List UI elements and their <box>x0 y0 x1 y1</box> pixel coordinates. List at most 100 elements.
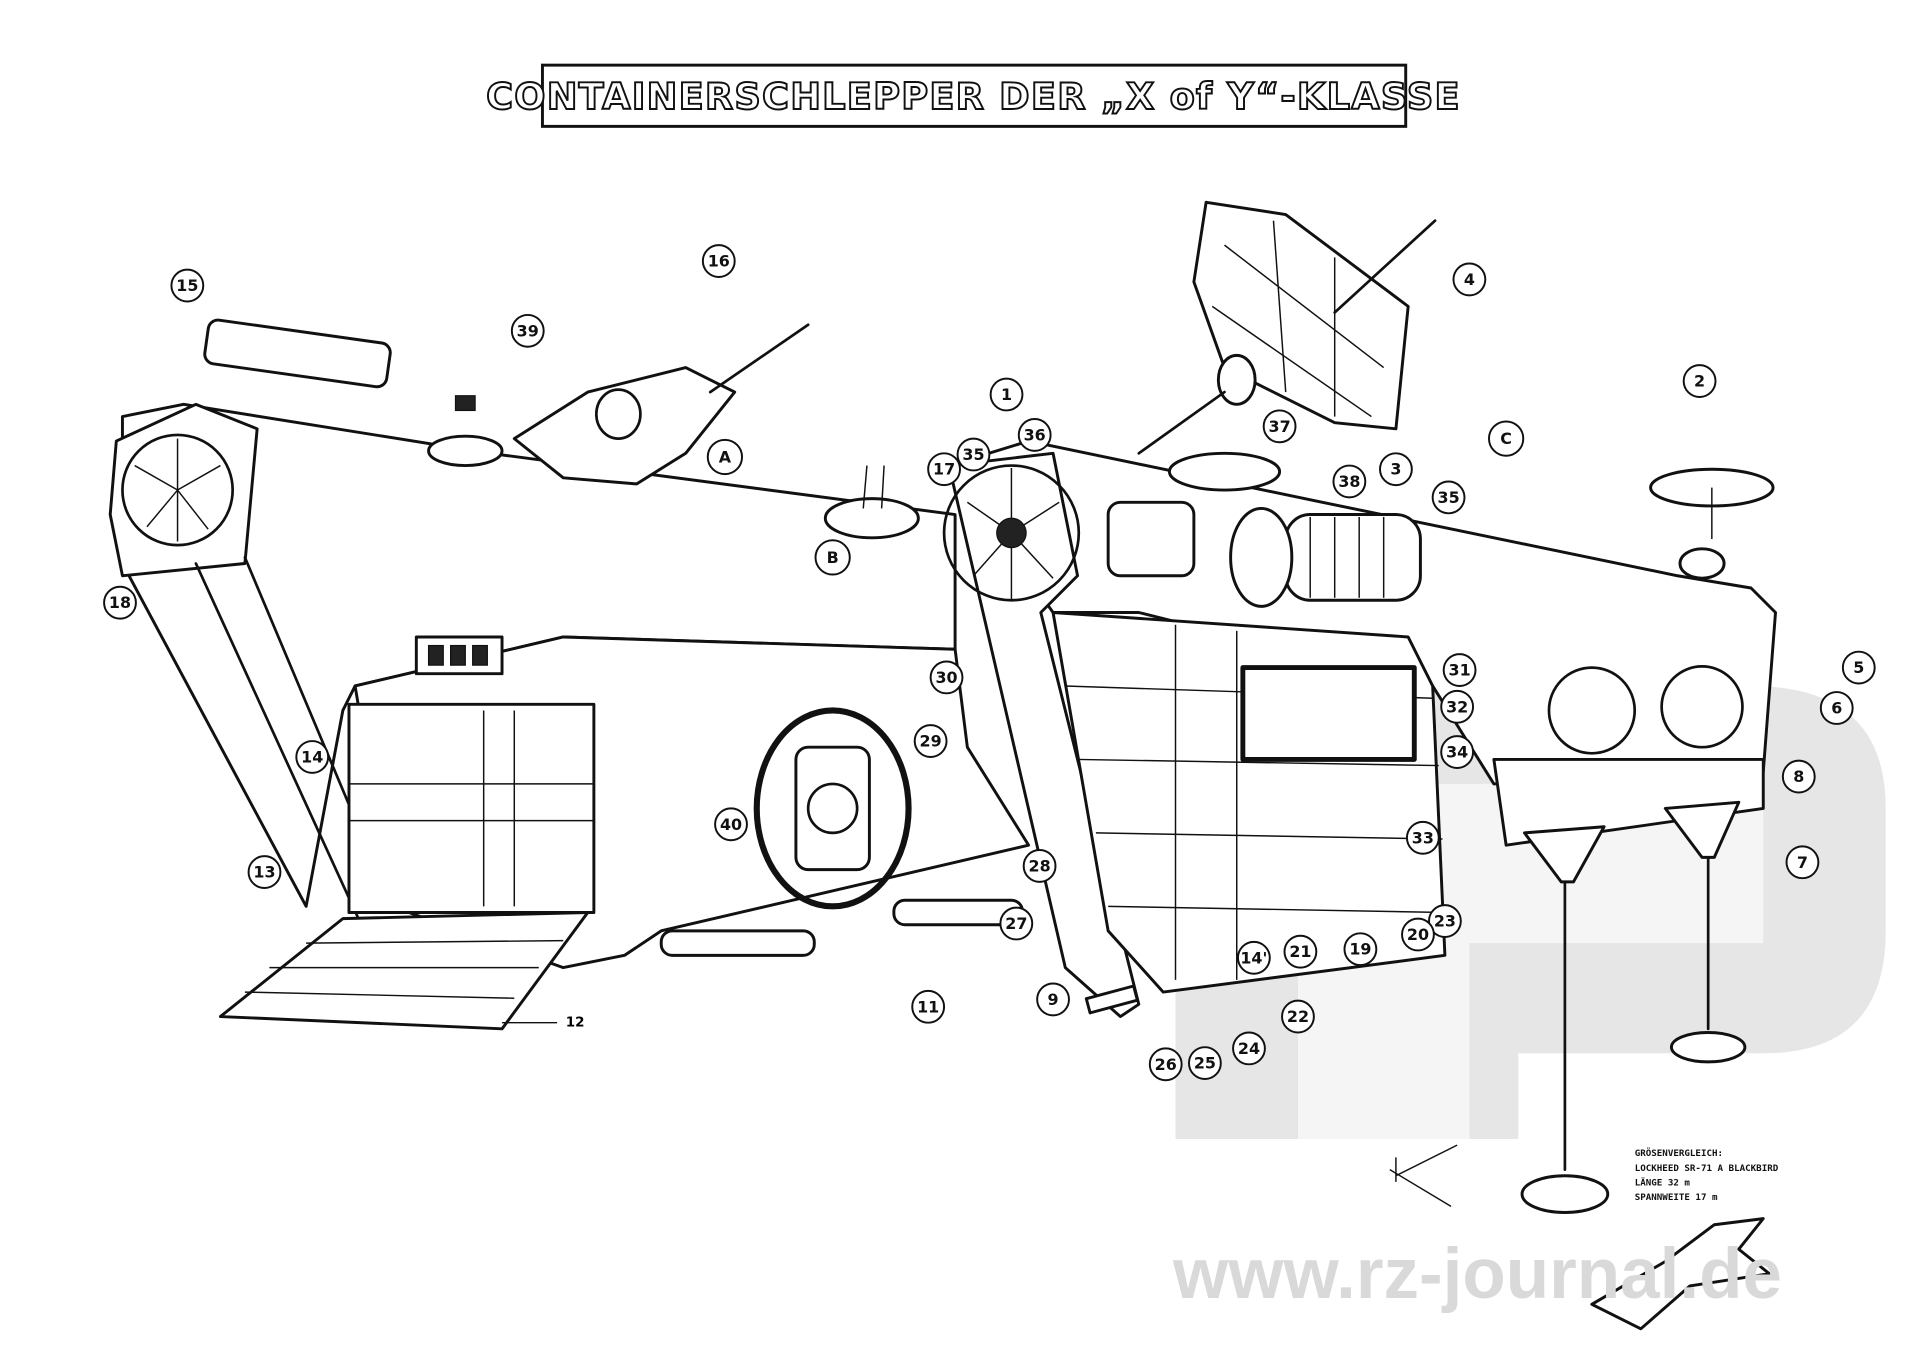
callout-28: 28 <box>1022 849 1057 883</box>
callout-number: 15 <box>176 276 198 295</box>
callout-number: 7 <box>1797 853 1808 872</box>
callout-35: 35 <box>956 437 991 472</box>
callout-circle <box>1343 932 1378 967</box>
callout-number: 9 <box>1048 990 1059 1009</box>
callout-2: 2 <box>1682 364 1717 398</box>
callout-number: A <box>719 447 732 466</box>
page-title: CONTAINERSCHLEPPER DER „X of Y“-KLASSE <box>486 75 1461 118</box>
callout-number: 18 <box>109 593 131 612</box>
callout-18: 18 <box>103 585 137 620</box>
module-left: 12 <box>108 318 1031 1030</box>
callout-circle <box>999 906 1034 941</box>
callout-number: 19 <box>1349 940 1371 959</box>
callout-30: 30 <box>929 660 964 695</box>
callout-number: 1 <box>1001 385 1012 404</box>
callout-circle <box>295 740 330 774</box>
callout-number: 16 <box>708 252 730 271</box>
callout-circle <box>1379 452 1413 487</box>
callout-number: 4 <box>1464 270 1475 289</box>
callout-35: 35 <box>1431 480 1466 515</box>
module-right <box>942 200 1777 1214</box>
callout-circle <box>1236 940 1271 975</box>
callout-number: 13 <box>253 863 275 882</box>
callout-number: 30 <box>935 668 957 687</box>
callout-number: 27 <box>1005 914 1027 933</box>
callout-16: 16 <box>701 244 736 278</box>
callout-11: 11 <box>911 989 946 1024</box>
callout-circle <box>1232 1031 1266 1066</box>
callout-15: 15 <box>170 268 205 303</box>
callout-34: 34 <box>1440 735 1475 769</box>
callout-circle <box>706 438 744 476</box>
callout-circle <box>1405 820 1440 855</box>
size-note-line: GRÖSENVERGLEICH: <box>1635 1148 1723 1159</box>
callout-circle <box>170 268 205 303</box>
callout-6: 6 <box>1819 691 1854 725</box>
callout-number: 25 <box>1194 1054 1216 1073</box>
callout-circle <box>956 437 991 472</box>
callout-circle <box>1781 759 1816 794</box>
callout-circle <box>1442 653 1477 687</box>
callout-number: 23 <box>1434 912 1456 931</box>
callout-number: 34 <box>1446 743 1468 762</box>
callout-circle <box>1017 418 1052 452</box>
section-labels: A B C <box>706 420 1525 576</box>
callout-circle <box>510 313 545 348</box>
landing-legs <box>1520 800 1747 1214</box>
callout-1: 1 <box>989 377 1024 412</box>
watermark-text: www.rz-journal.de <box>1172 1235 1782 1314</box>
callout-circle <box>1431 480 1466 515</box>
callout-8: 8 <box>1781 759 1816 794</box>
callout-37: 37 <box>1262 409 1297 444</box>
callout-number: 26 <box>1155 1055 1177 1074</box>
section-label-C: C <box>1488 420 1525 457</box>
callout-31: 31 <box>1442 653 1477 687</box>
callout-39: 39 <box>510 313 545 348</box>
callout-circle <box>1148 1047 1183 1082</box>
callout-circle <box>1036 982 1070 1017</box>
callout-circle <box>1785 845 1820 880</box>
callout-number: 35 <box>1438 488 1460 507</box>
ramp-label: 12 <box>566 1015 585 1030</box>
callout-circle <box>1682 364 1717 398</box>
callout-3: 3 <box>1379 452 1413 487</box>
callout-circle <box>1440 689 1475 724</box>
title-box: CONTAINERSCHLEPPER DER „X of Y“-KLASSE <box>485 63 1461 128</box>
callout-circle <box>927 452 961 487</box>
callout-number: 40 <box>720 815 742 834</box>
callout-number: 21 <box>1289 942 1311 961</box>
callout-circle <box>911 989 946 1024</box>
callout-14': 14' <box>1236 940 1271 975</box>
callout-number: 6 <box>1831 699 1842 718</box>
sr71-sketch <box>1590 1217 1771 1331</box>
callout-number: 11 <box>917 997 939 1016</box>
callout-circle <box>1188 1046 1222 1080</box>
callout-4: 4 <box>1452 262 1487 297</box>
callout-circle <box>1332 464 1367 499</box>
size-comparison: GRÖSENVERGLEICH: LOCKHEED SR-71 A BLACKB… <box>1389 1144 1779 1331</box>
callout-38: 38 <box>1332 464 1367 499</box>
callout-circle <box>913 724 948 758</box>
callout-circle <box>1452 262 1487 297</box>
callout-circle <box>814 539 851 576</box>
callout-number: 14 <box>301 747 323 766</box>
callout-circle <box>103 585 137 620</box>
callout-circle <box>1819 691 1854 725</box>
callout-number: 35 <box>962 445 984 464</box>
callout-number: 28 <box>1029 856 1051 875</box>
callout-circle <box>1841 650 1876 685</box>
callout-23: 23 <box>1428 904 1462 938</box>
section-label-B: B <box>814 539 851 576</box>
callout-circle <box>1440 735 1475 769</box>
callout-circle <box>701 244 736 278</box>
callout-number: 32 <box>1446 697 1468 716</box>
callout-24: 24 <box>1232 1031 1266 1066</box>
callout-5: 5 <box>1841 650 1876 685</box>
callout-number: 39 <box>517 321 539 340</box>
callout-number: 5 <box>1853 658 1864 677</box>
callout-number: 29 <box>920 732 942 751</box>
callout-circle <box>1283 934 1318 969</box>
callout-number: 24 <box>1238 1039 1260 1058</box>
